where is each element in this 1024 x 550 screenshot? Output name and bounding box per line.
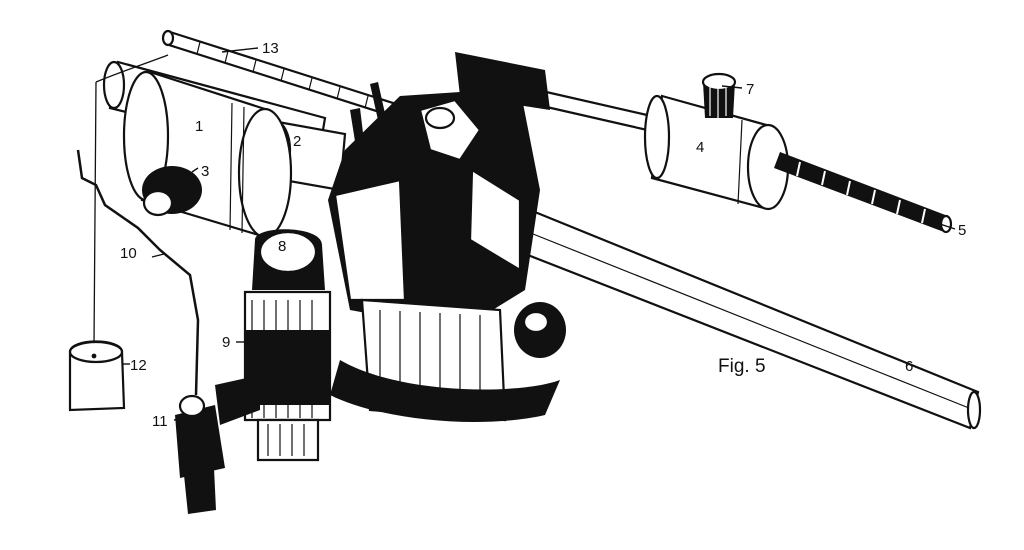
- part-10-wire-lever: [76, 149, 200, 396]
- label-13: 13: [262, 40, 279, 57]
- part-6-arm-tube: [513, 206, 982, 430]
- label-11: 11: [152, 413, 168, 430]
- part-12-hanging-weight: [68, 54, 169, 412]
- label-2: 2: [293, 133, 301, 150]
- gimbal-housing: [328, 52, 566, 423]
- label-3: 3: [201, 163, 209, 180]
- label-9: 9: [222, 334, 230, 351]
- figure-caption: Fig. 5: [718, 356, 766, 377]
- armrest-bracket: [175, 375, 260, 514]
- part-5-threaded-rod: [774, 152, 953, 234]
- part-labels: 1 2 3 4 5 6 7 8 9 10 11 12 13: [120, 40, 966, 430]
- label-7: 7: [746, 81, 754, 98]
- label-12: 12: [130, 357, 147, 374]
- label-8: 8: [278, 238, 286, 255]
- part-8-9-pillar: [243, 229, 332, 462]
- part-3-knob: [142, 166, 202, 217]
- label-6: 6: [905, 358, 913, 375]
- callout-lines: [122, 47, 956, 421]
- label-4: 4: [696, 139, 704, 156]
- label-10: 10: [120, 245, 137, 262]
- label-5: 5: [958, 222, 966, 239]
- label-1: 1: [195, 118, 203, 135]
- part-7-knob: [701, 72, 737, 118]
